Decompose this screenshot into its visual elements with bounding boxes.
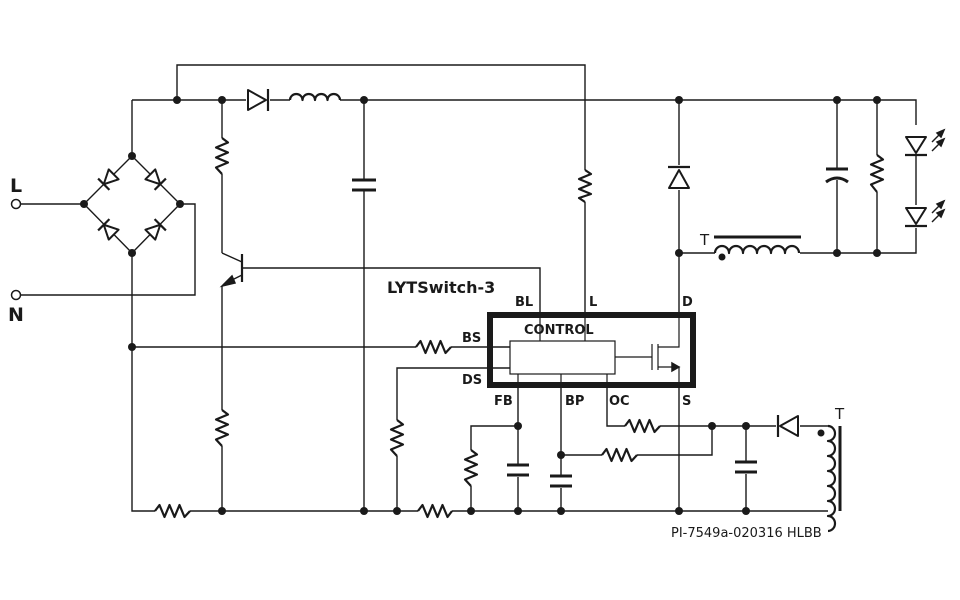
bias-winding (817, 424, 842, 533)
pin-bl-label: BL (515, 295, 533, 310)
input-inductor (288, 92, 342, 102)
input-diode (247, 89, 270, 111)
bridge-rectifier (83, 155, 181, 255)
line-input-label: L (10, 175, 22, 197)
neutral-terminal (10, 289, 22, 301)
pass-transistor (219, 252, 244, 288)
fb-resistor (463, 449, 479, 487)
bp-capacitor (550, 474, 572, 488)
transformer-label-top: T (699, 231, 710, 249)
pin-oc-label: OC (609, 394, 630, 409)
pin-l-label: L (589, 295, 597, 310)
control-block (509, 340, 616, 375)
transformer-label-bottom: T (834, 405, 845, 423)
bulk-capacitor (352, 178, 376, 192)
startup-resistor-upper (214, 137, 230, 175)
drawing-id: PI-7549a-020316 HLBB (671, 526, 822, 541)
pin-bp-label: BP (565, 394, 584, 409)
pin-bs-label: BS (462, 331, 481, 346)
ground-resistor-mid (417, 503, 453, 519)
freewheel-diode (668, 165, 690, 189)
fb-capacitor (507, 463, 529, 477)
startup-resistor-lower (214, 409, 230, 447)
bias-capacitor (735, 460, 757, 474)
neutral-input-label: N (8, 304, 24, 326)
led-lower (905, 199, 946, 228)
pin-ds-label: DS (462, 373, 482, 388)
output-resistor (869, 154, 885, 193)
pin-s-label: S (682, 394, 691, 409)
junction-dots (80, 96, 881, 515)
ds-resistor (389, 419, 405, 457)
part-number-label: LYTSwitch-3 (387, 278, 495, 297)
bp-resistor (601, 447, 638, 463)
wires (21, 64, 917, 512)
line-terminal (10, 198, 22, 210)
lytswitch-ic (487, 312, 696, 388)
pin-d-label: D (682, 295, 693, 310)
led-upper (905, 128, 946, 157)
control-label: CONTROL (524, 323, 594, 338)
bias-diode (776, 415, 799, 437)
line-sense-resistor (577, 169, 593, 203)
pin-fb-label: FB (494, 394, 513, 409)
output-capacitor (825, 167, 849, 184)
oc-resistor (624, 418, 661, 434)
ground-resistor-left (154, 503, 191, 519)
bs-resistor (415, 339, 452, 355)
output-inductor (713, 235, 801, 261)
